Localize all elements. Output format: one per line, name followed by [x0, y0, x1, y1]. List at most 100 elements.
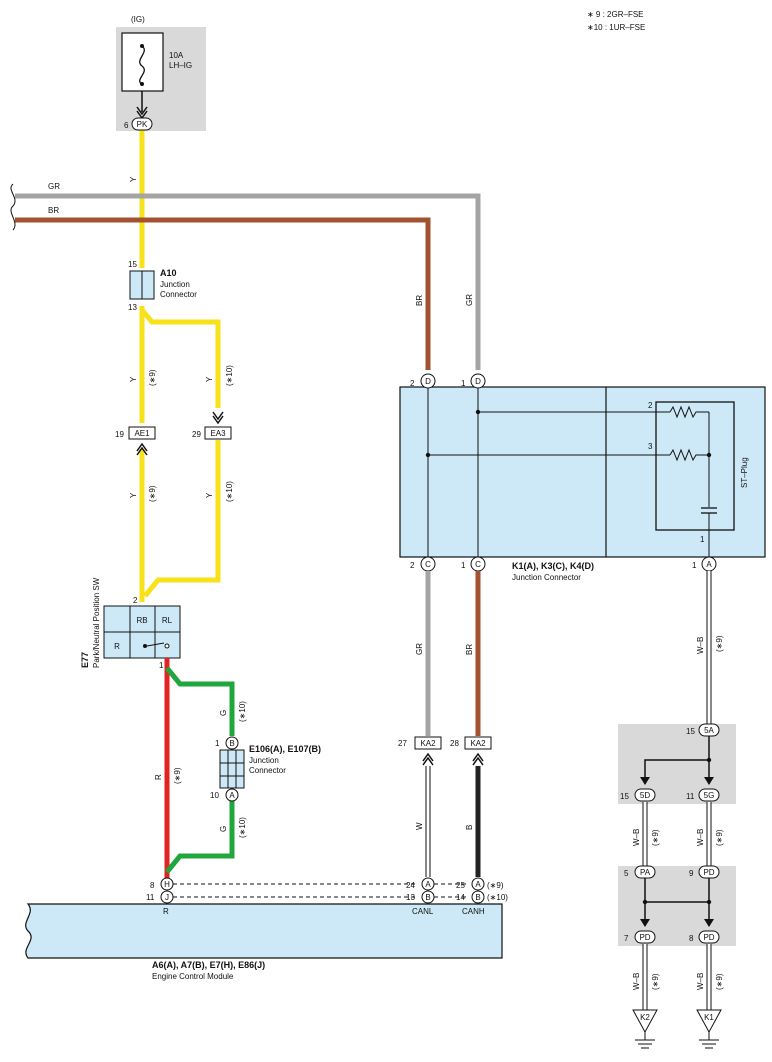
- svg-text:J: J: [165, 893, 169, 902]
- label-gr-lower: GR: [415, 643, 424, 655]
- svg-text:EA3: EA3: [210, 429, 226, 438]
- svg-text:A: A: [229, 791, 235, 800]
- label-y-3: Y: [205, 376, 214, 382]
- fuse-supply: (IG): [131, 15, 145, 24]
- svg-text:A: A: [475, 880, 481, 889]
- svg-text:13: 13: [128, 303, 137, 312]
- wire-break-left: [10, 183, 16, 231]
- label-wb-4: W–B: [632, 973, 641, 990]
- svg-text:11: 11: [146, 893, 155, 902]
- svg-text:ST–Plug: ST–Plug: [740, 457, 749, 488]
- j-connector-p: 5 PA 9 PD 7 PD 8 PD: [624, 865, 720, 944]
- label-opt10-y5: (∗10): [225, 481, 234, 502]
- ka2-connector-a: 27 KA2: [398, 736, 442, 766]
- svg-text:13: 13: [406, 893, 415, 902]
- a10-connector: 15 13 A10 Junction Connector: [128, 260, 197, 312]
- svg-text:8: 8: [689, 934, 694, 943]
- label-y-4: Y: [129, 492, 138, 498]
- svg-text:29: 29: [192, 430, 201, 439]
- svg-text:2: 2: [648, 401, 653, 410]
- label-opt10-g1: (∗10): [238, 701, 247, 722]
- label-w: W: [415, 822, 424, 830]
- svg-text:KA2: KA2: [470, 739, 486, 748]
- e77-switch: 2 RB RL R 1 E77 Park/Neutral Position SW: [80, 577, 181, 670]
- svg-text:14: 14: [456, 893, 465, 902]
- svg-text:3: 3: [648, 442, 653, 451]
- label-opt10-g2: (∗10): [238, 817, 247, 838]
- wire-wb-right: [642, 571, 712, 1010]
- svg-text:Junction Connector: Junction Connector: [512, 573, 581, 582]
- label-gr-top: GR: [48, 182, 60, 191]
- svg-text:2: 2: [410, 561, 415, 570]
- fuse-name: LH–IG: [169, 61, 192, 70]
- label-y-2: Y: [129, 376, 138, 382]
- svg-text:5: 5: [624, 869, 629, 878]
- svg-text:19: 19: [115, 430, 124, 439]
- svg-text:1: 1: [461, 379, 466, 388]
- svg-text:Connector: Connector: [160, 290, 197, 299]
- label-y-1: Y: [129, 176, 138, 182]
- label-opt9-wb5: (∗9): [715, 973, 724, 990]
- label-br-v: BR: [415, 295, 424, 306]
- svg-text:15: 15: [686, 727, 695, 736]
- svg-text:15: 15: [128, 260, 137, 269]
- yellow-wires: [139, 130, 221, 602]
- label-opt9-wb4: (∗9): [651, 973, 660, 990]
- wire-gr-top: [15, 193, 481, 370]
- svg-text:5G: 5G: [704, 791, 715, 800]
- label-wb-5: W–B: [696, 973, 705, 990]
- k1-junction: 2 3 1 ST–Plug 2 D 1 D 2 C 1 C 1 A K1(A),…: [399, 373, 766, 582]
- label-g-2: G: [219, 826, 228, 832]
- label-r-wire: R: [154, 774, 163, 780]
- svg-text:A10: A10: [160, 268, 177, 278]
- ecm: 8 H 11 J 24 A 13 B 25 A 14 B (∗9) (∗10) …: [25, 877, 508, 981]
- label-g-1: G: [219, 710, 228, 716]
- svg-text:A: A: [425, 880, 431, 889]
- svg-text:10: 10: [210, 791, 219, 800]
- label-wb-1: W–B: [696, 637, 705, 654]
- fuse-symbol: [139, 45, 145, 85]
- label-wb-2: W–B: [632, 829, 641, 846]
- svg-text:2: 2: [133, 596, 138, 605]
- ea3-connector: 29 EA3: [192, 426, 232, 440]
- svg-text:5D: 5D: [640, 791, 650, 800]
- svg-text:Connector: Connector: [249, 766, 286, 775]
- svg-text:AE1: AE1: [134, 429, 150, 438]
- svg-text:(∗10): (∗10): [487, 893, 508, 902]
- svg-text:5A: 5A: [704, 726, 714, 735]
- svg-text:25: 25: [456, 881, 465, 890]
- label-opt9-wb1: (∗9): [715, 635, 724, 652]
- label-opt9-y2: (∗9): [148, 369, 157, 386]
- svg-text:B: B: [475, 893, 480, 902]
- label-wb-3: W–B: [696, 829, 705, 846]
- svg-text:1: 1: [700, 535, 705, 544]
- svg-text:1: 1: [215, 739, 220, 748]
- svg-text:28: 28: [450, 739, 459, 748]
- j-connector-5: 15 5A 15 5D 11 5G: [620, 723, 720, 802]
- label-gr-v: GR: [465, 294, 474, 306]
- svg-text:CANH: CANH: [462, 907, 485, 916]
- svg-text:1: 1: [461, 561, 466, 570]
- label-opt9-wb2: (∗9): [651, 829, 660, 846]
- label-opt9-r: (∗9): [173, 767, 182, 784]
- ground-k2-icon: K2: [632, 1009, 658, 1049]
- svg-text:RB: RB: [136, 616, 147, 625]
- label-opt9-y4: (∗9): [148, 485, 157, 502]
- svg-text:A: A: [706, 560, 712, 569]
- ka2-connector-b: 28 KA2: [450, 736, 492, 766]
- svg-text:27: 27: [398, 739, 407, 748]
- ae1-connector: 19 AE1: [115, 426, 156, 440]
- wire-br-top: [15, 217, 431, 370]
- svg-text:11: 11: [686, 792, 695, 801]
- svg-text:E106(A), E107(B): E106(A), E107(B): [249, 744, 321, 754]
- svg-text:R: R: [114, 642, 120, 651]
- svg-text:Junction: Junction: [249, 756, 279, 765]
- note-10: ∗10 : 1UR–FSE: [587, 23, 645, 32]
- svg-text:Engine Control Module: Engine Control Module: [152, 972, 234, 981]
- fuse-rating: 10A: [169, 51, 184, 60]
- label-opt10-y3: (∗10): [225, 365, 234, 386]
- label-y-5: Y: [205, 492, 214, 498]
- svg-text:RL: RL: [162, 616, 173, 625]
- wire-green: [165, 666, 235, 874]
